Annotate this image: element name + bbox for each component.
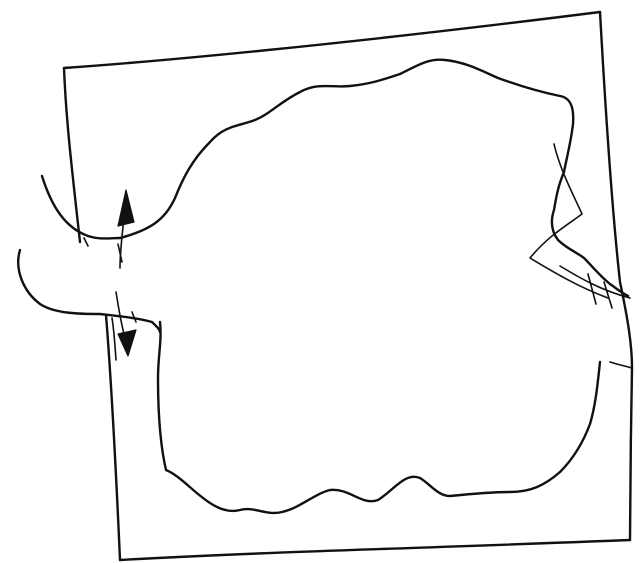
outer-square-left-lower-edge	[106, 315, 120, 560]
left-lower-edge-double-line	[112, 318, 116, 360]
inner-boundary-lower-right	[158, 322, 600, 513]
left-opening-flap-lower	[18, 250, 160, 332]
up-arrow-icon	[118, 190, 134, 226]
outer-square-top-left-edge	[64, 12, 600, 68]
left-opening-tick-marks	[84, 238, 136, 322]
outer-square-bottom-edge	[120, 540, 630, 560]
down-arrow-shaft	[116, 292, 124, 334]
outer-square-right-edge	[600, 12, 632, 368]
outer-square-left-upper-edge	[64, 68, 80, 242]
outer-square-bottom-right-edge	[630, 368, 632, 540]
outer-square-right-return	[610, 362, 632, 368]
left-opening-flap-upper	[42, 176, 120, 239]
inner-irregular-boundary	[120, 60, 628, 296]
down-arrow-icon	[118, 330, 136, 356]
inner-boundary-right-fold	[530, 144, 608, 298]
